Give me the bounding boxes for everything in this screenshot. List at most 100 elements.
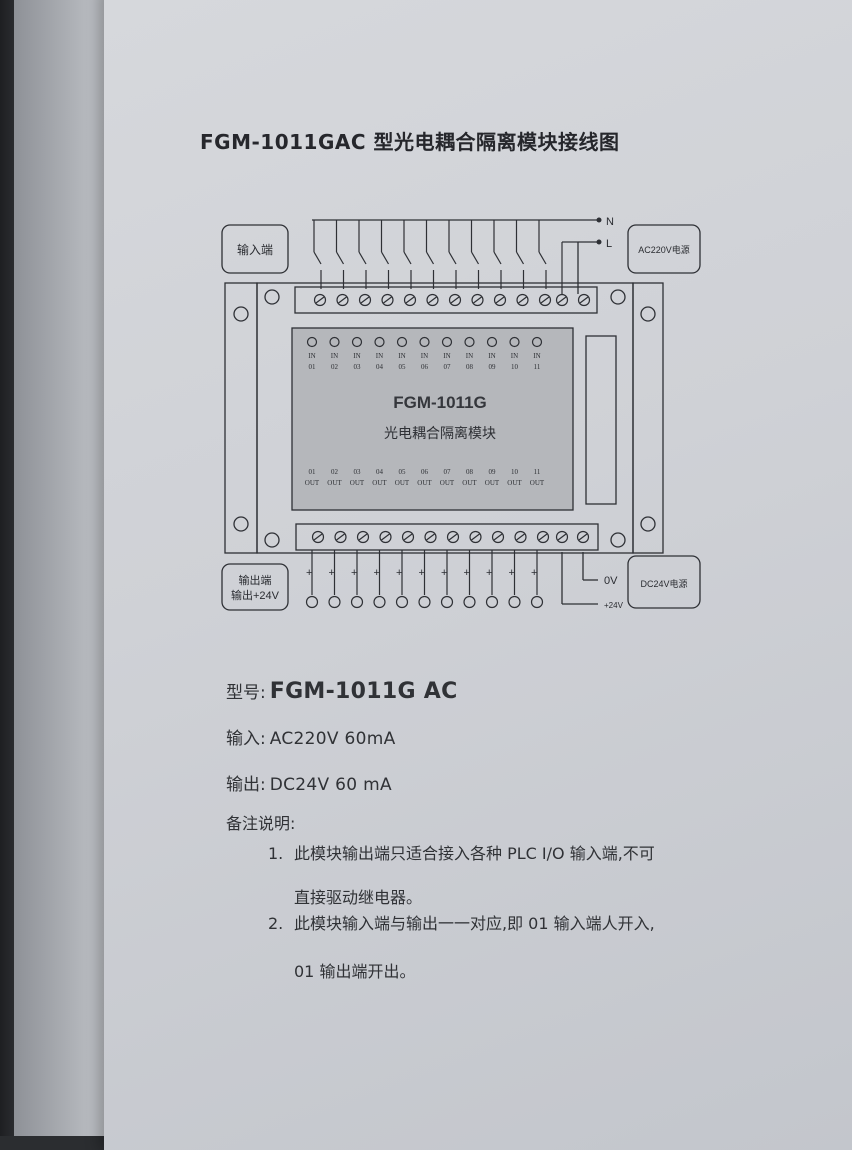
- screw-slot: [579, 296, 589, 304]
- channel-in-label: IN: [511, 352, 518, 360]
- channel-in-number: 09: [489, 363, 497, 371]
- input-switch: [493, 251, 502, 265]
- top-screw-terminal: [426, 293, 439, 307]
- top-screw-terminal: [448, 293, 462, 307]
- channel-in-label: IN: [443, 352, 450, 360]
- screw-slot: [428, 296, 437, 304]
- input-switch: [515, 251, 525, 265]
- channel-in-number: 02: [331, 363, 339, 371]
- plus-sign: +: [306, 567, 312, 579]
- channel-in-label: IN: [488, 352, 495, 360]
- top-screw-terminal: [403, 293, 417, 307]
- screw-slot: [313, 533, 323, 541]
- note-item-2: 2.此模块输入端与输出一一对应,即 01 输入端人开入,01 输出端开出。: [268, 900, 738, 996]
- model-label: 型号:: [226, 683, 266, 703]
- output-value: DC24V 60 mA: [269, 775, 392, 795]
- screw-slot: [518, 296, 527, 304]
- channel-in-number: 11: [534, 363, 541, 371]
- channel-in-number: 10: [511, 363, 519, 371]
- document-page: [104, 0, 852, 1150]
- l-terminal-dot: [596, 239, 602, 245]
- top-screw-terminal: [358, 293, 372, 307]
- screw-slot: [383, 296, 392, 304]
- channel-out-number: 01: [309, 468, 317, 476]
- screw-slot: [315, 296, 325, 304]
- channel-out-number: 02: [331, 468, 339, 476]
- note-text-line: 此模块输出端只适合接入各种 PLC I/O 输入端,不可: [294, 844, 655, 863]
- indicator-led: [351, 336, 363, 348]
- screw-slot: [426, 533, 435, 541]
- input-switch: [358, 251, 367, 265]
- channel-out-label: OUT: [372, 479, 387, 487]
- channel-out-label: OUT: [485, 479, 500, 487]
- output-terminal: [418, 595, 431, 609]
- n-label: N: [606, 216, 614, 228]
- channel-in-number: 05: [399, 363, 407, 371]
- indicator-led: [396, 336, 408, 348]
- mount-hole: [264, 289, 280, 305]
- input-box-label: 输入端: [237, 242, 273, 257]
- note-number: 1.: [268, 844, 284, 863]
- output-spec: 输出:DC24V 60 mA: [226, 770, 392, 795]
- screw-slot: [473, 296, 482, 304]
- mount-hole: [610, 289, 626, 305]
- output-label-box: [221, 563, 289, 611]
- note-text-line: 01 输出端开出。: [294, 962, 416, 981]
- power-screw-terminal: [576, 530, 590, 544]
- channel-out-label: OUT: [350, 479, 365, 487]
- note-number: 2.: [268, 914, 284, 933]
- top-screw-terminal: [471, 293, 484, 307]
- module-description: 光电耦合隔离模块: [384, 425, 496, 441]
- plus-sign: +: [351, 567, 357, 579]
- ac-power-box: [627, 224, 701, 274]
- screw-slot: [495, 296, 505, 304]
- left-mount-rail: [224, 282, 258, 554]
- top-screw-terminal: [313, 293, 327, 307]
- channel-in-label: IN: [533, 352, 540, 360]
- channel-out-label: OUT: [530, 479, 545, 487]
- output-terminal: [350, 595, 364, 609]
- channel-out-number: 08: [466, 468, 474, 476]
- bottom-screw-terminal: [446, 530, 460, 544]
- input-switch: [538, 251, 547, 265]
- channel-in-label: IN: [376, 352, 383, 360]
- mount-hole: [640, 306, 656, 322]
- screw-slot: [450, 296, 460, 304]
- channel-group: +IN0101OUT+IN0202OUT+IN0303OUT+IN0404OUT…: [305, 220, 591, 609]
- module-label-panel: [291, 327, 574, 511]
- indicator-led: [441, 336, 453, 348]
- bottom-screw-terminal: [356, 530, 370, 544]
- screw-slot: [381, 533, 390, 541]
- channel-out-label: OUT: [417, 479, 432, 487]
- indicator-led: [531, 336, 543, 348]
- mount-hole: [610, 532, 626, 548]
- indicator-led: [509, 336, 520, 348]
- output-terminal: [463, 595, 476, 609]
- top-screw-terminal: [336, 293, 349, 307]
- plus-sign: +: [441, 567, 447, 579]
- output-box-label-line1: 输出端: [239, 573, 272, 587]
- channel-out-number: 06: [421, 468, 429, 476]
- plus-sign: +: [509, 567, 515, 579]
- screw-slot: [336, 533, 345, 541]
- output-label: 输出:: [226, 775, 266, 795]
- screw-slot: [493, 533, 503, 541]
- input-switch: [313, 251, 322, 265]
- channel-out-number: 11: [534, 468, 541, 476]
- screw-slot: [471, 533, 480, 541]
- output-terminal: [395, 595, 409, 609]
- channel-in-label: IN: [353, 352, 360, 360]
- dc-power-box: [627, 555, 701, 609]
- plus-sign: +: [329, 567, 335, 579]
- channel-out-label: OUT: [395, 479, 410, 487]
- plus-sign: +: [464, 567, 470, 579]
- bottom-screw-terminal: [469, 530, 482, 544]
- mount-hole: [233, 306, 249, 322]
- channel-in-number: 06: [421, 363, 429, 371]
- indicator-led: [306, 336, 318, 348]
- screw-slot: [557, 533, 567, 541]
- channel-in-number: 08: [466, 363, 474, 371]
- screw-slot: [538, 533, 548, 541]
- input-switch: [470, 251, 480, 265]
- bottom-screw-terminal: [379, 530, 392, 544]
